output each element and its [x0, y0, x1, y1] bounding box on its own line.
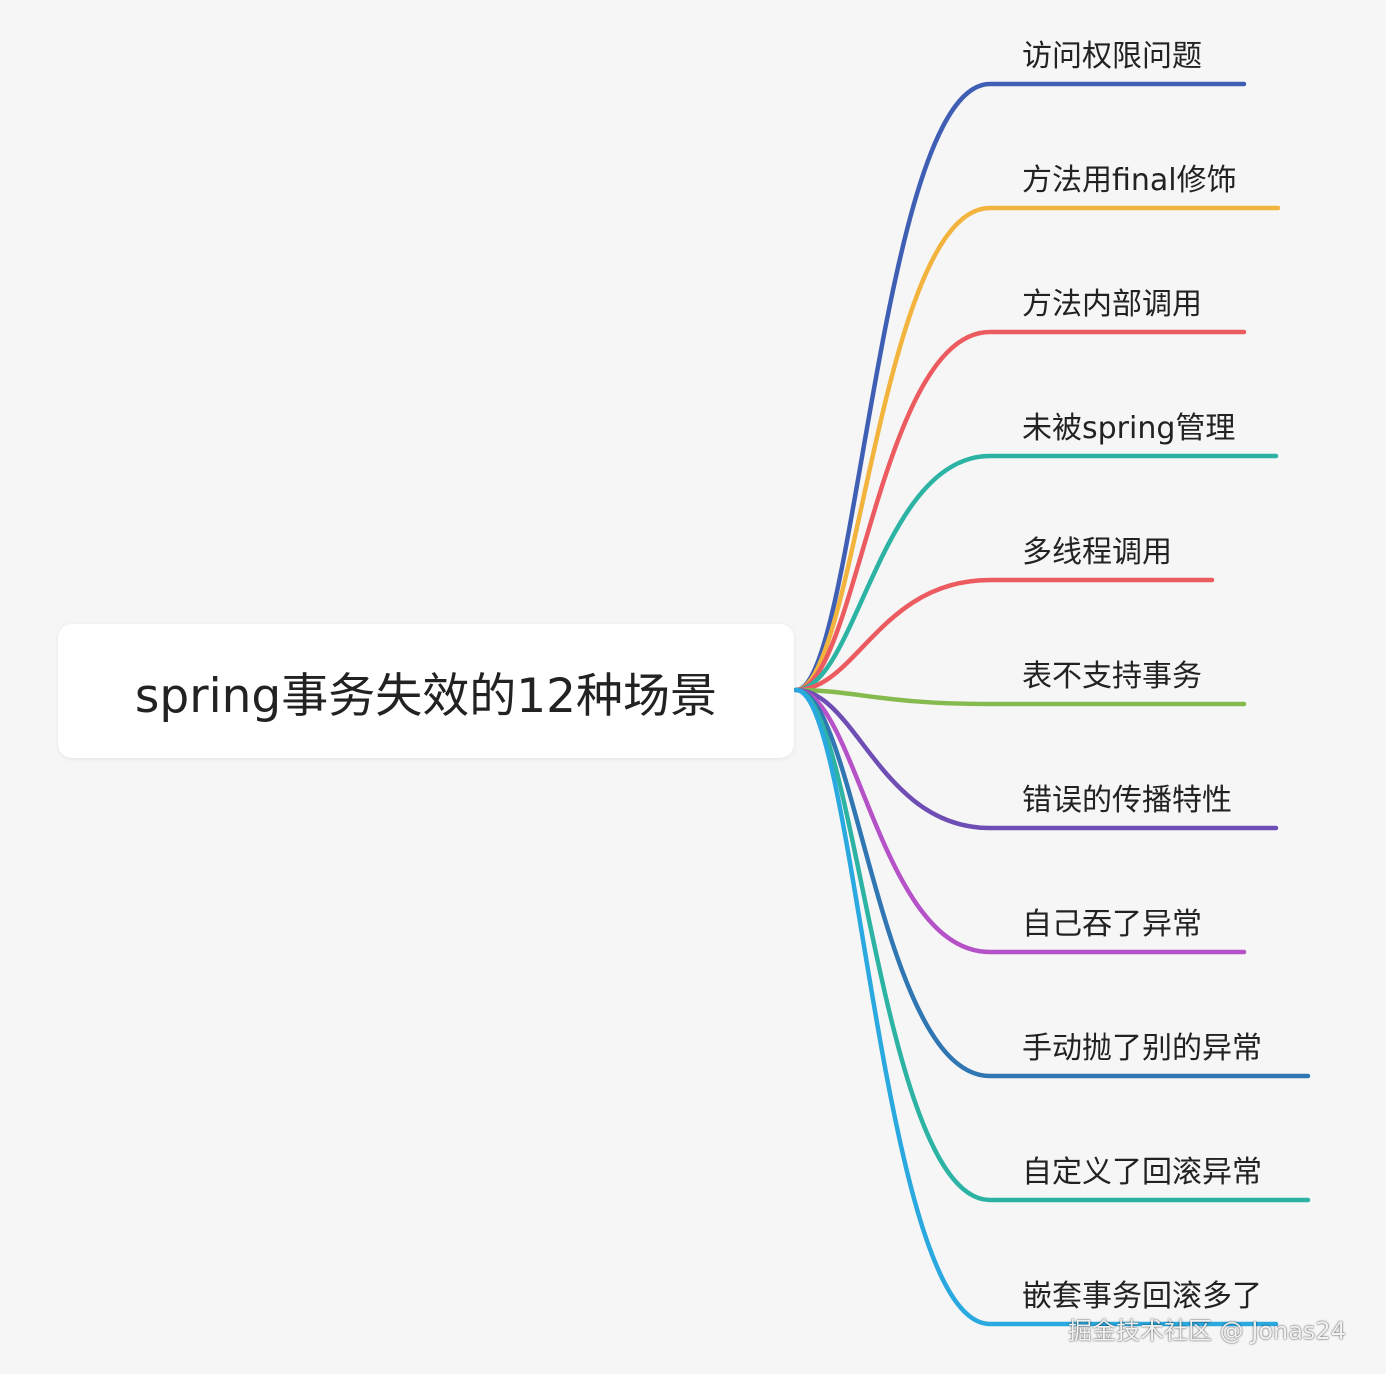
branch-connector-4	[793, 453, 1279, 693]
branch-connector-5	[793, 577, 1215, 693]
branch-label-8[interactable]: 自己吞了异常	[1022, 907, 1202, 942]
root-node[interactable]: spring事务失效的12种场景	[58, 624, 794, 758]
branch-label-10[interactable]: 自定义了回滚异常	[1022, 1155, 1262, 1190]
branch-connector-6	[793, 687, 1247, 707]
branch-label-3[interactable]: 方法内部调用	[1022, 287, 1202, 322]
branch-label-1[interactable]: 访问权限问题	[1022, 39, 1202, 74]
root-label: spring事务失效的12种场景	[134, 668, 718, 724]
branch-connector-7	[793, 687, 1279, 831]
branch-connector-2	[793, 205, 1281, 693]
branch-connector-8	[793, 687, 1247, 955]
branch-label-9[interactable]: 手动抛了别的异常	[1022, 1031, 1262, 1066]
branch-label-11[interactable]: 嵌套事务回滚多了	[1022, 1279, 1262, 1314]
branch-label-7[interactable]: 错误的传播特性	[1022, 783, 1232, 818]
branch-label-6[interactable]: 表不支持事务	[1022, 659, 1202, 694]
branch-label-2[interactable]: 方法用final修饰	[1022, 163, 1237, 198]
branch-connector-3	[793, 329, 1247, 693]
watermark: 掘金技术社区 @ Jonas24	[1068, 1317, 1346, 1345]
branch-label-4[interactable]: 未被spring管理	[1022, 411, 1236, 446]
branch-connector-11	[793, 687, 1279, 1327]
branch-connector-1	[793, 81, 1247, 693]
branch-connector-9	[793, 687, 1311, 1079]
branch-connector-10	[793, 687, 1311, 1203]
branch-label-5[interactable]: 多线程调用	[1022, 535, 1172, 570]
